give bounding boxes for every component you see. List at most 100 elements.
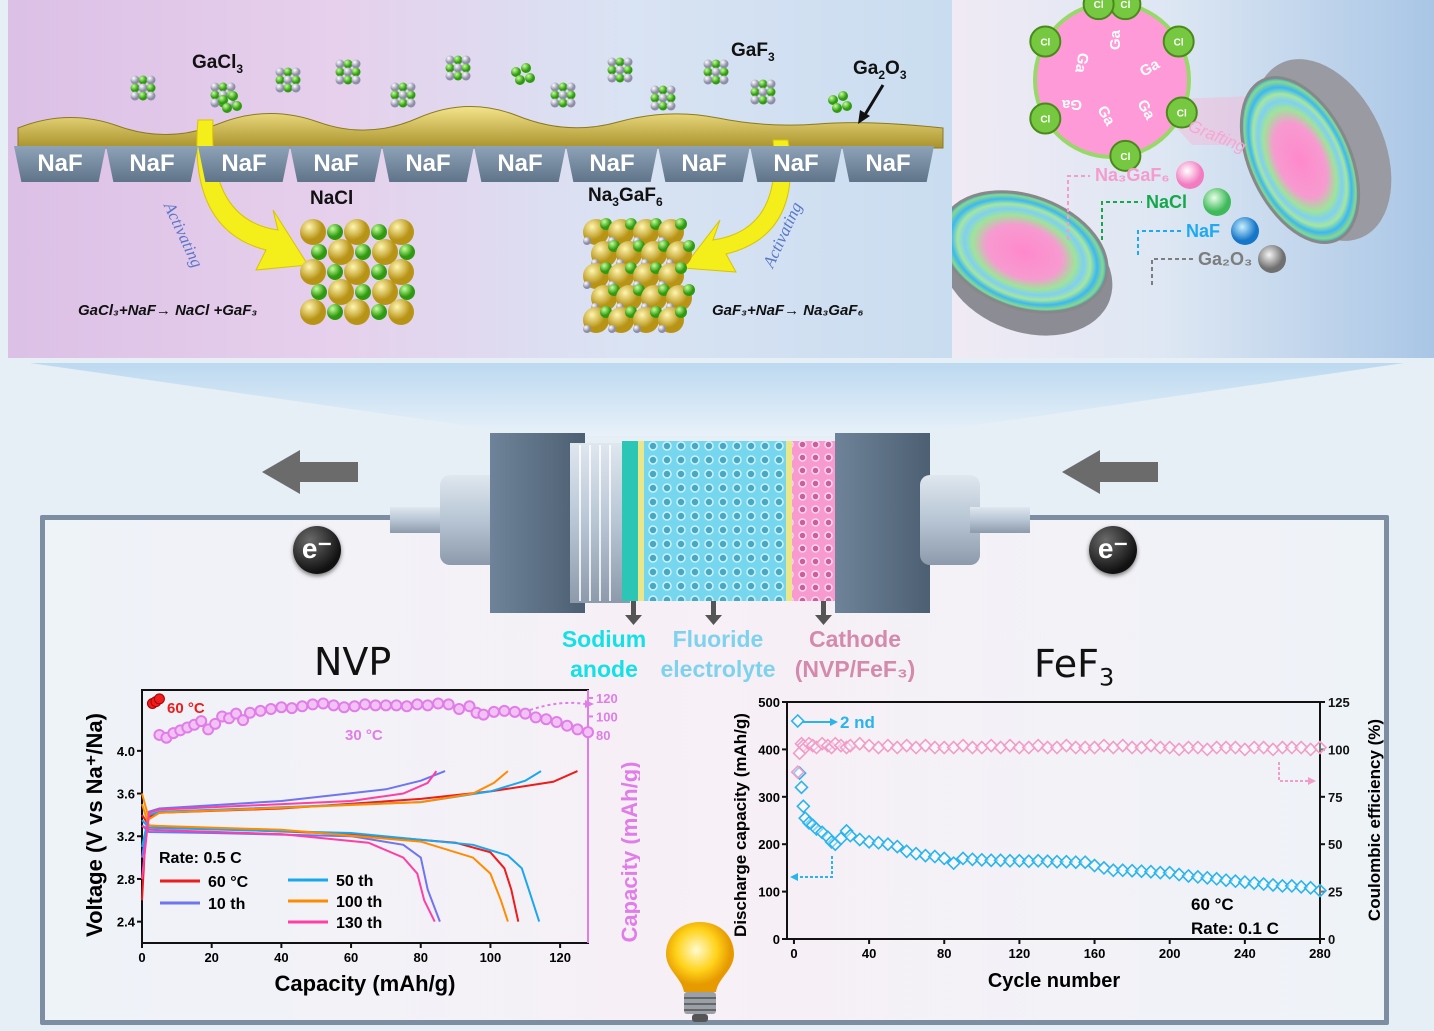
capacity-point (937, 851, 952, 866)
cold-capacity-point (442, 698, 455, 711)
ce-point (1256, 740, 1271, 755)
cold-capacity-point (275, 701, 288, 714)
capacity-point (927, 849, 942, 864)
electron-flow-arrow-right (1062, 450, 1158, 494)
legend-naf: NaF (1186, 221, 1221, 241)
series-charge-curve (141, 770, 446, 858)
capacity-point (1312, 883, 1328, 898)
capacity-point (861, 834, 877, 849)
naf-ball-icon (1231, 217, 1259, 245)
ce-point (927, 740, 942, 755)
gacl3-molecule (218, 91, 242, 113)
capacity-point (796, 799, 811, 814)
ga-salt-cluster (650, 85, 676, 111)
y-tick-label: 100 (758, 885, 780, 900)
ce-point (852, 736, 867, 751)
cold-capacity-point (285, 702, 298, 715)
nacl-ball-icon (1203, 188, 1231, 216)
ce-point (1209, 740, 1224, 755)
ce-point (1218, 740, 1234, 755)
cl-label: Cl (1094, 0, 1104, 11)
capacity-point (984, 853, 999, 868)
capacity-point (1181, 868, 1196, 884)
legend-label: 10 th (208, 896, 245, 913)
capacity-point (1143, 864, 1159, 879)
naf-block: NaF (474, 146, 566, 182)
capacity-point (1153, 865, 1168, 880)
y-axis-title: Voltage (V vs Na⁺/Na) (82, 713, 107, 937)
x-tick-label: 100 (480, 950, 502, 965)
right-terminal (970, 507, 1030, 533)
cl-label: Cl (1120, 0, 1130, 11)
capacity-point (1031, 853, 1046, 868)
capacity-point (1265, 877, 1281, 893)
cl-site (1109, 139, 1142, 172)
series-discharge-curve (141, 824, 436, 923)
cold-capacity-point (296, 700, 309, 713)
gacl3-molecule (511, 63, 535, 85)
ga-salt-cluster (607, 57, 633, 83)
hemisphere-right (1239, 59, 1392, 245)
ce-point (1162, 740, 1177, 755)
cold-capacity-point (306, 698, 319, 711)
capacity-point (1284, 878, 1299, 894)
capacity-point (790, 713, 805, 729)
annotation-60c: 60 °C (167, 700, 205, 717)
y-tick-label: 3.6 (117, 787, 135, 802)
cold-capacity-point (453, 703, 466, 716)
y-tick-label: 400 (758, 742, 780, 757)
series-discharge-curve (141, 803, 509, 922)
cold-capacity-point (338, 701, 351, 714)
capacity-point (1115, 863, 1130, 878)
cl-label: Cl (1177, 109, 1187, 120)
legend-label: 50 th (336, 873, 373, 890)
fluoride-electrolyte-layer (644, 441, 786, 601)
legend-label: 100 th (336, 894, 382, 911)
naf-block: NaF (842, 146, 934, 182)
ga-label: Ga (1061, 96, 1082, 113)
cold-capacity-point (237, 714, 250, 727)
activation-illustration (17, 55, 944, 333)
activating-arrow-left (196, 119, 309, 271)
ga-salt-cluster (275, 67, 301, 93)
y-tick-label: 3.2 (117, 829, 135, 844)
ga-salt-cluster (390, 82, 416, 108)
coating-layer (17, 105, 944, 149)
second-cycle-annotation: 2 nd (840, 713, 875, 732)
ce-point (984, 738, 999, 753)
x-tick-label: 120 (1009, 946, 1031, 961)
sodium-anode-layer (622, 441, 640, 601)
ce-point (1228, 740, 1243, 755)
capacity-point (993, 853, 1008, 868)
ga-salt-cluster (703, 59, 729, 85)
cold-capacity-point (379, 699, 392, 712)
legend-ga2o3: Ga₂O₃ (1198, 249, 1253, 269)
cold-capacity-point (529, 711, 542, 724)
y-tick-label: 500 (758, 695, 780, 710)
ce-point (955, 738, 971, 753)
electron-icon-right: e⁻ (1089, 526, 1137, 574)
ce-point (798, 740, 813, 755)
cold-capacity-point (244, 706, 257, 719)
capacity-point (1171, 867, 1187, 882)
ce-point (1078, 740, 1093, 755)
x-tick-label: 160 (1084, 946, 1106, 961)
ce-point (1275, 740, 1290, 755)
ce-point (809, 740, 824, 755)
ce-point (1143, 738, 1159, 753)
lightbulb-icon (666, 922, 734, 1022)
capacity-point (1162, 865, 1177, 880)
capacity-point (1256, 876, 1271, 892)
cl-site (1165, 96, 1198, 129)
x-axis-title: Capacity (mAh/g) (275, 971, 456, 996)
capacity-point (890, 839, 905, 854)
ga-salt-cluster (130, 75, 156, 101)
electron-icon-left: e⁻ (293, 526, 341, 574)
capacity-point (1275, 878, 1290, 894)
capacity-point (918, 848, 933, 863)
capacity-point (965, 852, 980, 867)
y-axis-title: Discharge capacity (mAh/g) (731, 713, 750, 937)
cl-label: Cl (1040, 115, 1050, 126)
y2-tick-label: 75 (1328, 790, 1342, 805)
